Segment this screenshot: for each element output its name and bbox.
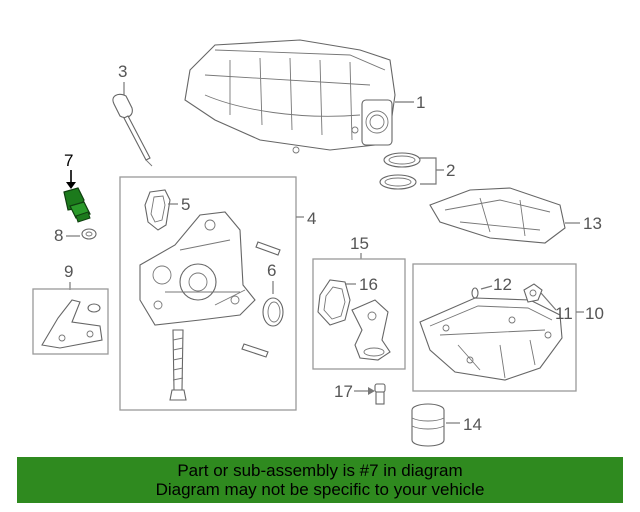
intake-manifold-part[interactable] xyxy=(184,39,396,154)
callout-16: 16 xyxy=(359,275,378,294)
oil-pump-part[interactable] xyxy=(139,211,256,326)
stud-bolt-part[interactable] xyxy=(169,241,281,401)
oil-pan-part[interactable] xyxy=(419,297,563,381)
banner-line-1: Part or sub-assembly is #7 in diagram xyxy=(177,461,463,480)
oil-pressure-switch-part[interactable] xyxy=(63,187,91,223)
dipstick-part[interactable] xyxy=(112,93,153,167)
callout-7: 7 xyxy=(64,151,73,170)
oil-pan-box xyxy=(412,263,577,392)
oil-pump-gasket-part[interactable] xyxy=(144,189,171,231)
washer-part[interactable] xyxy=(81,228,97,240)
gasket-part[interactable] xyxy=(379,152,421,190)
filter-housing-part[interactable] xyxy=(351,299,391,361)
banner-line-2: Diagram may not be specific to your vehi… xyxy=(155,480,485,499)
callout-5: 5 xyxy=(181,195,190,214)
filter-housing-gasket-part[interactable] xyxy=(317,279,351,326)
callout-15: 15 xyxy=(350,234,369,253)
o-ring-part[interactable] xyxy=(471,287,479,299)
callout-3: 3 xyxy=(118,62,127,81)
callout-4: 4 xyxy=(307,209,316,228)
oil-filter-part[interactable] xyxy=(411,403,445,447)
callout-11: 11 xyxy=(555,304,573,323)
baffle-part[interactable] xyxy=(41,299,103,349)
callout-1: 1 xyxy=(416,93,425,112)
oil-pump-box xyxy=(119,176,297,411)
callout-9: 9 xyxy=(64,262,73,281)
callout-2: 2 xyxy=(446,161,455,180)
part-info-banner: Part or sub-assembly is #7 in diagram Di… xyxy=(17,457,623,503)
oil-seal-part[interactable] xyxy=(262,297,284,327)
callout-6: 6 xyxy=(267,261,276,280)
oil-level-sensor-part[interactable] xyxy=(523,283,543,303)
callout-10: 10 xyxy=(585,304,604,323)
drain-plug-part[interactable] xyxy=(374,383,386,405)
callout-13: 13 xyxy=(583,214,602,233)
callout-8: 8 xyxy=(54,226,63,245)
callout-12: 12 xyxy=(493,275,512,294)
callout-14: 14 xyxy=(463,415,482,434)
baffle-box xyxy=(32,288,109,355)
baffle-cover-part[interactable] xyxy=(429,187,566,244)
filter-housing-box xyxy=(312,258,406,370)
callout-17: 17 xyxy=(334,382,353,401)
